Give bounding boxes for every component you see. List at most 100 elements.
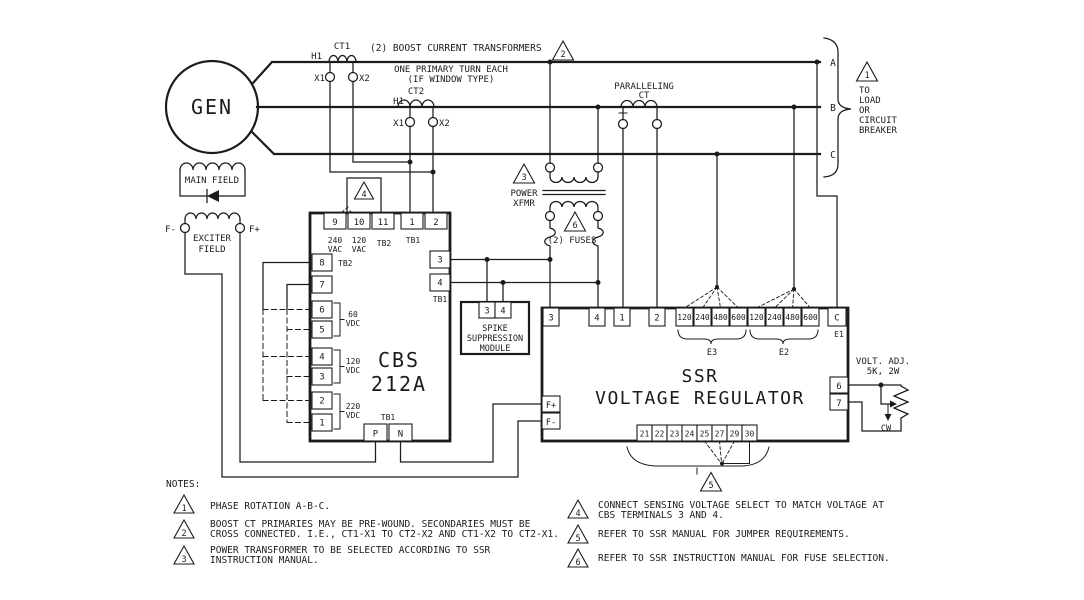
load-text-1: TO — [859, 86, 870, 96]
ssr-terminal-4-box — [588, 307, 606, 327]
cbs-terminal-n: N — [398, 430, 403, 440]
sense-feed-wires — [683, 59, 838, 309]
notes: NOTES: 1 PHASE ROTATION A-B-C. 2 BOOST C… — [166, 479, 890, 568]
ct1-h1-label: H1 — [311, 52, 322, 62]
note-5-text: REFER TO SSR MANUAL FOR JUMPER REQUIREME… — [598, 529, 850, 540]
ssr-terminal-1: 1 — [619, 314, 624, 324]
boost-ct1: CT1 H1 X1 X2 — [311, 42, 436, 175]
cbs-vdc1-label: VDC — [346, 319, 361, 328]
boost-ct-annotation: (2) BOOST CURRENT TRANSFORMERS 2 ONE PRI… — [370, 39, 575, 85]
note-2-triangle — [173, 518, 195, 539]
ssr-e2-tap-120: 120 — [749, 313, 764, 322]
volt-adj-label1: VOLT. ADJ. — [856, 357, 910, 367]
junction-dot — [714, 151, 720, 157]
cbs-60-label: 60 — [348, 310, 358, 319]
cbs-terminal-n-box — [388, 423, 413, 442]
ssr-terminal-4: 4 — [594, 314, 599, 324]
jumper-wire-30 — [721, 440, 750, 464]
cbs-left-terminal-4-box — [311, 347, 333, 366]
note-ref-1: 1 — [864, 71, 869, 81]
fuse-right — [592, 219, 604, 309]
secondary-terminal-right — [592, 210, 604, 222]
e2-brace — [749, 329, 819, 345]
note-ref-triangle-5 — [699, 471, 723, 492]
ct1-x1-terminal — [324, 71, 336, 83]
main-field-coil — [179, 162, 246, 171]
spike-label1: SPIKE — [482, 324, 508, 334]
cbs-120-label: 120 — [352, 236, 367, 245]
ssr-fplus-box — [541, 395, 561, 413]
cbs-terminal-11: 11 — [378, 218, 389, 228]
paralleling-ct: PARALLELING CT — [614, 82, 674, 309]
volt-adj-label2: 5K, 2W — [867, 367, 900, 377]
note-ref-6: 6 — [572, 221, 577, 231]
note-6-text: REFER TO SSR INSTRUCTION MANUAL FOR FUSE… — [598, 553, 890, 564]
load-text-5: BREAKER — [859, 126, 898, 136]
ssr-e2-tap-480-box — [783, 307, 802, 327]
exciter-coil — [184, 212, 241, 220]
note-1-text: PHASE ROTATION A-B-C. — [210, 501, 330, 512]
cbs-name1: CBS — [378, 348, 420, 372]
ssr-terminal-1-box — [613, 307, 631, 327]
note-1-ref: 1 — [181, 504, 186, 514]
exciter-label2: FIELD — [198, 245, 225, 255]
ssr-e3-tap-240-box — [693, 307, 712, 327]
ssr-e3-tap-600-box — [729, 307, 748, 327]
cbs-left-terminal-2: 2 — [319, 397, 324, 407]
bus-line-a — [251, 60, 822, 85]
ct2-secondary-wires — [409, 125, 434, 214]
cbs-terminal-10-box — [347, 212, 371, 230]
cbs-left-terminal-3-box — [311, 367, 333, 386]
cbs-terminal-10: 10 — [354, 218, 365, 228]
primary-terminal-right — [592, 162, 604, 173]
cbs-left-terminal-6-box — [311, 300, 333, 319]
cbs-240-label: 240 — [328, 236, 343, 245]
fuses-label: (2) FUSES — [548, 236, 597, 246]
ssr-terminal-6: 6 — [836, 382, 841, 392]
note-ref-triangle-2 — [551, 39, 575, 61]
note-4-ref: 4 — [575, 509, 580, 519]
paralleling-ct-terminal-2 — [651, 118, 663, 130]
junction-dot — [720, 461, 724, 466]
ct1-coil — [328, 54, 357, 63]
ssr-fplus: F+ — [546, 401, 556, 411]
e3-select-fan — [683, 286, 740, 309]
note-ref-triangle-6 — [563, 210, 587, 232]
ssr-e3-tap-120-box — [675, 307, 694, 327]
ct2-label: CT2 — [408, 87, 424, 97]
ssr-e2-tap-120-box — [747, 307, 766, 327]
ssr-fminus-box — [541, 412, 561, 430]
cbs-left-terminal-8-box — [311, 253, 333, 272]
generator: GEN — [164, 59, 260, 155]
cbs-vac2-label: VAC — [352, 245, 367, 254]
ssr-e2-tap-480: 480 — [785, 313, 800, 322]
cbs-left-terminal-6: 6 — [319, 306, 324, 316]
cbs-jumper-dashed-verticals — [262, 309, 288, 423]
ssr-regulator: 3 4 1 2 120 240 480 600 120 240 480 600 … — [540, 306, 850, 492]
exciter-fminus-terminal — [179, 222, 191, 234]
cbs-jumper-solid-wires — [262, 261, 313, 311]
main-field-outline — [179, 169, 246, 197]
ssr-e3-tap-240: 240 — [695, 313, 710, 322]
cbs-left-terminal-5: 5 — [319, 326, 324, 336]
cbs-terminal-p-box — [363, 423, 388, 442]
notes-title: NOTES: — [166, 479, 200, 490]
bus-lines — [250, 60, 822, 156]
cbs-name2: 212A — [371, 372, 427, 396]
power-xfmr-label2: XFMR — [513, 199, 535, 209]
ssr-terminal-21: 21 — [640, 430, 650, 439]
phase-c-label: C — [830, 150, 836, 161]
ssr-e2-tap-240: 240 — [767, 313, 782, 322]
paralleling-ct-label2: CT — [639, 91, 650, 101]
junction-dot — [547, 257, 553, 262]
ct1-x1-wire — [329, 80, 434, 173]
ssr-terminal-30: 30 — [745, 430, 755, 439]
bus-line-c — [250, 130, 822, 156]
boost-ct2: CT2 H1 X1 X2 — [393, 87, 450, 214]
ct2-x1-label: X1 — [393, 119, 404, 129]
phase-b-label: B — [830, 103, 836, 114]
ct2-x2-label: X2 — [439, 119, 450, 129]
cbs-tb1-side-label: TB1 — [433, 295, 448, 304]
